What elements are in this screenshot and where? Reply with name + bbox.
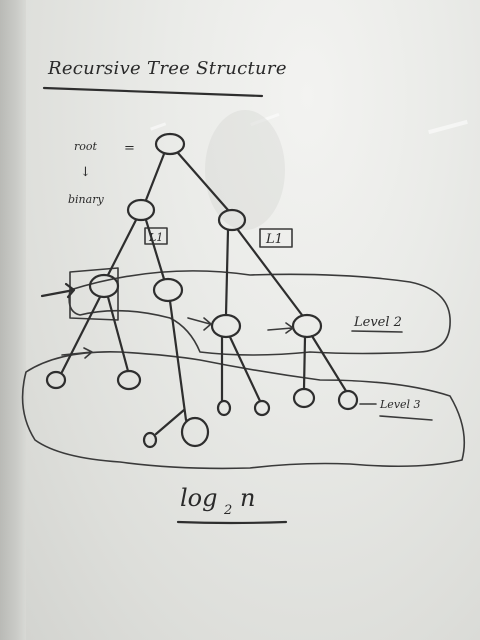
level2-node-3 [210, 313, 242, 339]
level2-underline [351, 330, 403, 333]
formula-log: log [180, 484, 218, 512]
edge-l1left-n1 [106, 218, 138, 277]
level2-node-4 [291, 313, 323, 339]
level3-label: Level 3 [379, 398, 421, 411]
edge-l1left-n2 [144, 218, 166, 281]
formula-subscript: 2 [223, 503, 232, 518]
edge-n1-b [106, 295, 130, 373]
root-node [154, 132, 186, 156]
level3-node-6 [337, 389, 359, 411]
edge-l1right-n3 [224, 228, 230, 317]
title-underline [42, 86, 264, 98]
edge-n4-a [302, 335, 307, 391]
level3-arrow [61, 347, 93, 359]
edge-n3-b [228, 335, 262, 403]
level3-node-2 [116, 369, 142, 391]
edge-root-left [144, 152, 166, 202]
reflection-shadow [205, 110, 285, 230]
level2-left-box [69, 267, 119, 321]
l1-right-label: L1 [265, 232, 283, 247]
level3-node-4 [253, 399, 271, 417]
formula-variable: n [240, 484, 255, 512]
edge-root-right [176, 151, 230, 212]
level2-boundary [68, 270, 451, 356]
edge-n2-b [154, 408, 186, 436]
root-label: root [74, 140, 98, 153]
level1-left-node [126, 198, 156, 222]
light-reflections [150, 110, 468, 230]
equals-sign: = [124, 141, 135, 156]
l1-right-box [259, 228, 293, 248]
board-frame-edge [0, 0, 26, 640]
level1-right-node [217, 208, 247, 232]
level3-node-7 [142, 431, 158, 449]
edge-n4-b [310, 334, 348, 393]
edge-n2-a [168, 299, 188, 422]
level3-boundary [21, 351, 466, 470]
edge-n1-a [60, 295, 102, 374]
level2-label: Level 2 [353, 315, 402, 330]
title-text: Recursive Tree Structure [47, 58, 287, 79]
level3-underline [379, 415, 433, 421]
arrow-to-node-4 [267, 322, 294, 334]
formula-underline [176, 520, 288, 525]
level3-node-8 [180, 416, 210, 448]
level2-node-1 [88, 273, 120, 299]
level3-node-5 [292, 387, 316, 409]
edge-l1right-n4 [236, 228, 304, 317]
level2-pointer-arrow [40, 282, 76, 299]
level3-node-3 [216, 399, 232, 417]
binary-label: binary [68, 193, 104, 206]
l1-left-box [144, 227, 168, 245]
arrow-to-node-3 [187, 317, 212, 331]
level3-node-1 [45, 370, 67, 390]
down-arrow: ↓ [80, 165, 91, 180]
level2-node-2 [152, 277, 184, 303]
